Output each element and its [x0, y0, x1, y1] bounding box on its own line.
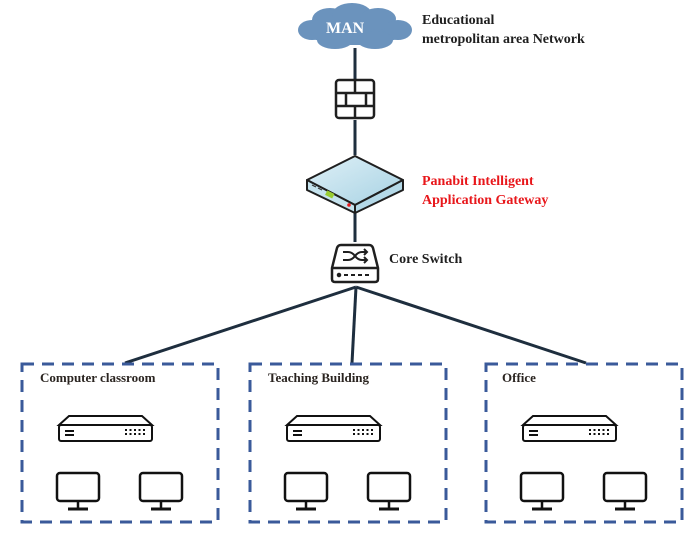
link-core-office [355, 285, 587, 365]
man-caption: Educational metropolitan area Network [422, 11, 585, 49]
access-switch-icon [284, 415, 383, 442]
cloud-icon [298, 3, 412, 49]
man-caption-line1: Educational [422, 13, 495, 28]
area-box-office [484, 362, 684, 524]
pc-monitor-icon [519, 471, 565, 511]
gateway-caption: Panabit Intelligent Application Gateway [422, 172, 548, 210]
area-label-office: Office [502, 370, 536, 385]
area-label-teaching-building: Teaching Building [268, 370, 370, 385]
area-box-computer-classroom [20, 362, 220, 524]
gateway-caption-line1: Panabit Intelligent [422, 174, 534, 189]
access-switch-icon [520, 415, 619, 442]
core-switch-icon [330, 243, 380, 284]
area-box-teaching-building [248, 362, 448, 524]
man-caption-line2: metropolitan area Network [422, 32, 585, 47]
link-core-classroom [124, 285, 357, 365]
gateway-appliance-icon [306, 155, 404, 214]
core-switch-caption: Core Switch [389, 252, 463, 267]
pc-monitor-icon [366, 471, 412, 511]
area-label-computer-classroom: Computer classroom [40, 370, 156, 385]
firewall-icon [334, 78, 376, 120]
gateway-caption-line2: Application Gateway [422, 193, 549, 208]
pc-monitor-icon [283, 471, 329, 511]
pc-monitor-icon [138, 471, 184, 511]
pc-monitor-icon [55, 471, 101, 511]
pc-monitor-icon [602, 471, 648, 511]
access-switch-icon [56, 415, 155, 442]
link-core-teaching [350, 286, 358, 364]
cloud-label: MAN [326, 20, 365, 37]
